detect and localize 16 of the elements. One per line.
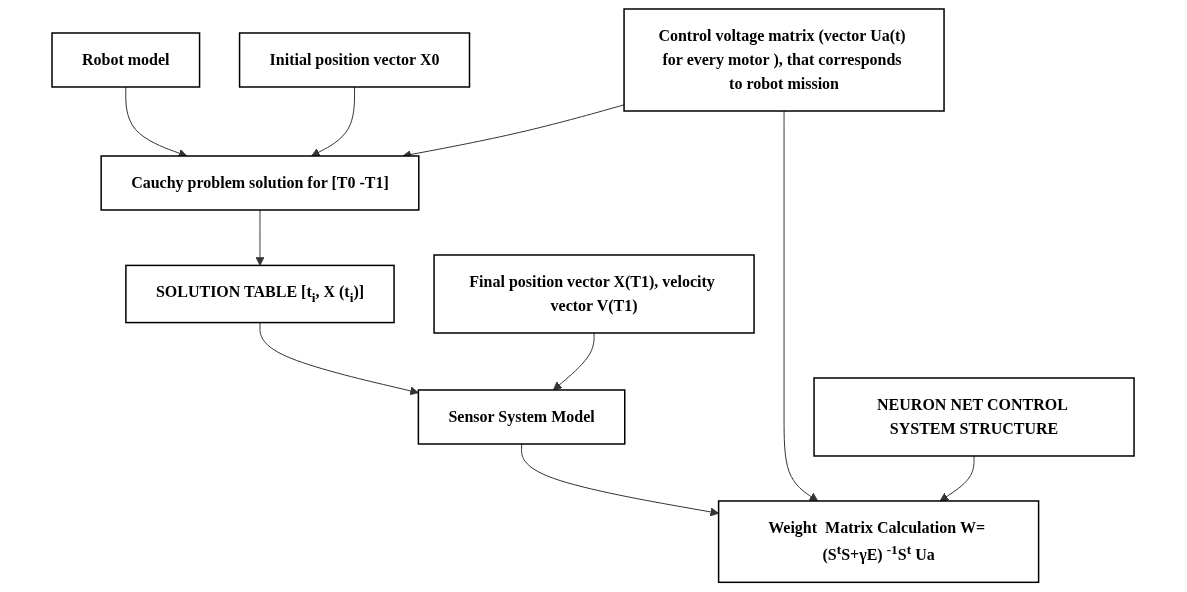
arrow (256, 209, 265, 267)
node-box: Robot model (51, 32, 201, 89)
node-box: Weight Matrix Calculation W= (S$^{t}$S+γE) $^{-1}$S$^{t}$ Ua (718, 500, 1040, 584)
node-box: Control voltage matrix (vector Ua(t) for every motor ), that corresponds to robot mission (623, 8, 946, 113)
node-box: Cauchy problem solution for [T0 -T1] (100, 155, 420, 212)
arrow (521, 443, 720, 517)
arrow (784, 110, 819, 502)
node-box: NEURON NET CONTROL SYSTEM STRUCTURE (813, 377, 1136, 458)
arrow (125, 86, 188, 158)
arrow (940, 455, 975, 502)
node-box: Initial position vector X0 (239, 32, 471, 89)
node-box: SOLUTION TABLE [t$_{i}$, X (t$_{i}$)] (125, 265, 396, 324)
node-box: Final position vector X(T1), velocity vector V(T1) (433, 254, 756, 335)
arrow (311, 86, 356, 157)
node-box: Sensor System Model (418, 389, 626, 446)
arrow (553, 332, 595, 391)
